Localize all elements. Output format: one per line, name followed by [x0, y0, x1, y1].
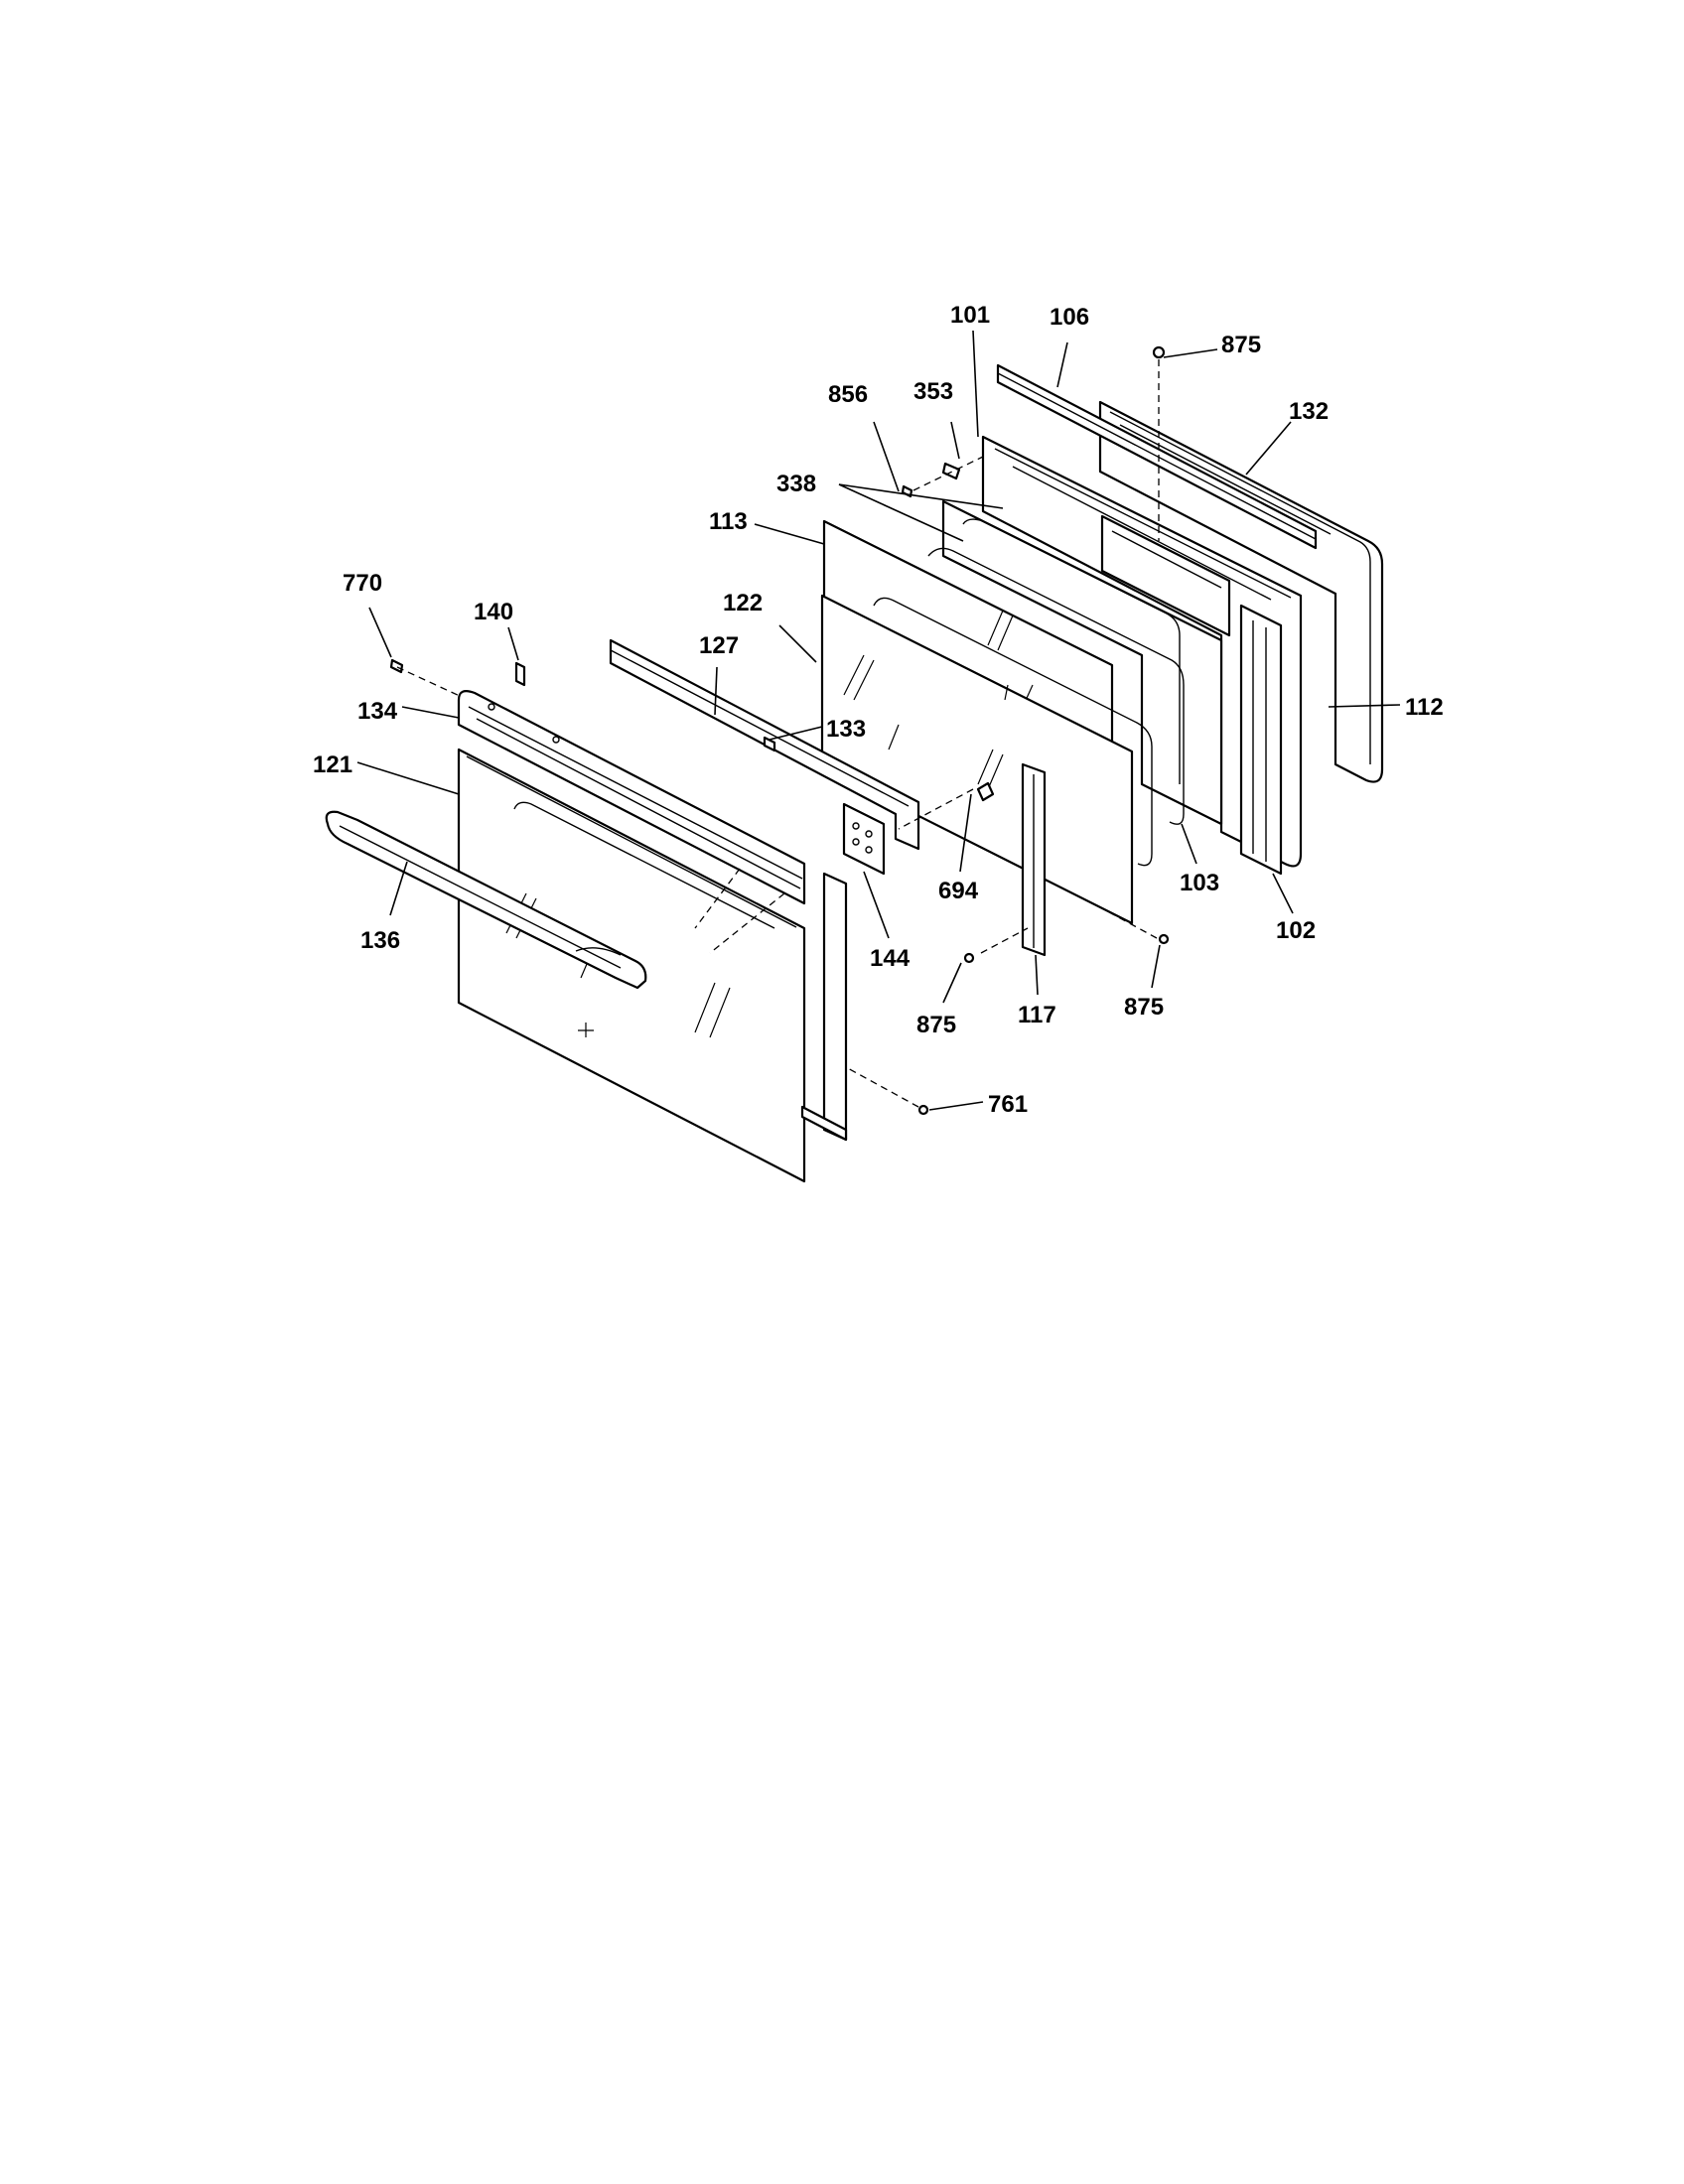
callout-117: 117: [1018, 1002, 1056, 1028]
callout-112: 112: [1405, 694, 1444, 721]
callout-875-top: 875: [1221, 332, 1261, 358]
callout-103: 103: [1180, 870, 1219, 896]
callout-875-left: 875: [916, 1012, 956, 1038]
part-122-window-glass: [820, 594, 1153, 925]
part-side-trim: [800, 872, 848, 1142]
callout-127: 127: [699, 632, 739, 659]
callout-133: 133: [826, 716, 866, 743]
part-144-hinge-plate: [842, 802, 886, 876]
part-102-side-frame: [1239, 604, 1283, 876]
callout-122: 122: [723, 590, 763, 616]
callout-labels: 101 106 875 856 353 132 338 113 770 140 …: [313, 302, 1444, 1118]
callout-875-right: 875: [1124, 994, 1164, 1021]
callout-353: 353: [913, 378, 953, 405]
part-106-top-channel: [996, 363, 1318, 550]
callout-106: 106: [1050, 304, 1089, 331]
part-134-vent-trim: [457, 690, 806, 905]
callout-132: 132: [1289, 398, 1329, 425]
callout-761: 761: [988, 1091, 1028, 1118]
callout-101: 101: [950, 302, 990, 329]
part-136-handle: [325, 810, 647, 990]
part-117-vertical-strip: [1021, 762, 1047, 957]
callout-140: 140: [474, 599, 513, 625]
callout-121: 121: [313, 751, 352, 778]
callout-144: 144: [870, 945, 911, 972]
callout-694: 694: [938, 878, 979, 904]
callout-856: 856: [828, 381, 868, 408]
part-132-door-frame: [1098, 400, 1384, 783]
assembly-lines: [396, 359, 1160, 1108]
callout-102: 102: [1276, 917, 1316, 944]
part-screws: [389, 345, 1170, 1116]
callout-113: 113: [709, 508, 748, 535]
callout-770: 770: [343, 570, 382, 597]
callout-134: 134: [357, 698, 398, 725]
callout-338: 338: [776, 471, 816, 497]
callout-136: 136: [360, 927, 400, 954]
leader-lines: [356, 330, 1401, 1111]
